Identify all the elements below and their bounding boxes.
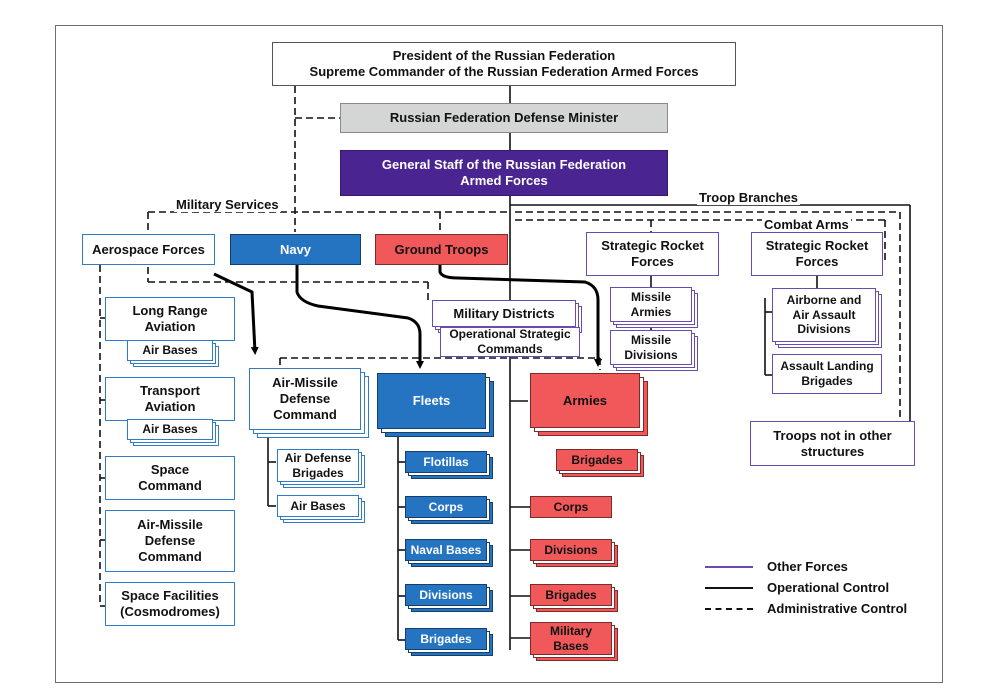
troop-branches-label: Troop Branches — [697, 190, 800, 205]
brigades-navy-box: Brigades — [405, 628, 487, 650]
divisions-army-box: Divisions — [530, 539, 612, 561]
air-missile-defense-command-box-left: Air-Missile Defense Command — [105, 510, 235, 572]
strategic-rocket-forces-box-2: Strategic Rocket Forces — [751, 232, 883, 276]
space-facilities-box: Space Facilities (Cosmodromes) — [105, 582, 235, 626]
transport-aviation-box: Transport Aviation — [105, 377, 235, 421]
corps-army-box: Corps — [530, 496, 612, 518]
armies-box: Armies — [530, 373, 640, 428]
brigades-army-box-2: Brigades — [530, 584, 612, 606]
naval-bases-box: Naval Bases — [405, 539, 487, 561]
military-districts-box: Military Districts — [432, 300, 576, 327]
air-bases-box-2: Air Bases — [127, 419, 213, 440]
flotillas-box: Flotillas — [405, 451, 487, 473]
legend-label: Operational Control — [767, 580, 890, 595]
airborne-divisions-box: Airborne and Air Assault Divisions — [772, 288, 876, 342]
legend-item-other-forces: Other Forces — [705, 556, 935, 577]
air-missile-defense-command-box-mid: Air-Missile Defense Command — [249, 368, 361, 430]
air-defense-brigades-box: Air Defense Brigades — [277, 449, 359, 482]
legend-swatch-purple — [705, 565, 753, 568]
military-services-label: Military Services — [174, 197, 281, 212]
general-staff-box: General Staff of the Russian Federation … — [340, 150, 668, 196]
brigades-army-box-1: Brigades — [556, 449, 638, 471]
divisions-navy-box: Divisions — [405, 584, 487, 606]
fleets-box: Fleets — [377, 373, 486, 429]
legend-item-operational-control: Operational Control — [705, 577, 935, 598]
legend-label: Other Forces — [767, 559, 848, 574]
legend-swatch-solid — [705, 586, 753, 589]
operational-strategic-commands-box: Operational Strategic Commands — [440, 327, 580, 357]
legend-label: Administrative Control — [767, 601, 908, 616]
missile-divisions-box: Missile Divisions — [610, 330, 692, 365]
corps-navy-box: Corps — [405, 496, 487, 518]
legend-swatch-dashed — [705, 607, 753, 610]
president-box: President of the Russian Federation Supr… — [272, 42, 736, 86]
missile-armies-box: Missile Armies — [610, 287, 692, 322]
legend: Other Forces Operational Control Adminis… — [705, 556, 935, 619]
air-bases-box-1: Air Bases — [127, 340, 213, 361]
troops-not-in-other-structures-box: Troops not in other structures — [750, 421, 915, 466]
air-bases-box-3: Air Bases — [277, 495, 359, 517]
long-range-aviation-box: Long Range Aviation — [105, 297, 235, 341]
diagram-frame — [55, 25, 943, 683]
assault-landing-brigades-box: Assault Landing Brigades — [772, 354, 882, 394]
space-command-box: Space Command — [105, 456, 235, 500]
defense-minister-box: Russian Federation Defense Minister — [340, 103, 668, 133]
military-bases-box: Military Bases — [530, 622, 612, 655]
navy-box: Navy — [230, 234, 361, 265]
legend-item-administrative-control: Administrative Control — [705, 598, 935, 619]
aerospace-forces-box: Aerospace Forces — [82, 234, 215, 265]
strategic-rocket-forces-box-1: Strategic Rocket Forces — [586, 232, 719, 276]
ground-troops-box: Ground Troops — [375, 234, 508, 265]
combat-arms-label: Combat Arms — [762, 217, 851, 232]
